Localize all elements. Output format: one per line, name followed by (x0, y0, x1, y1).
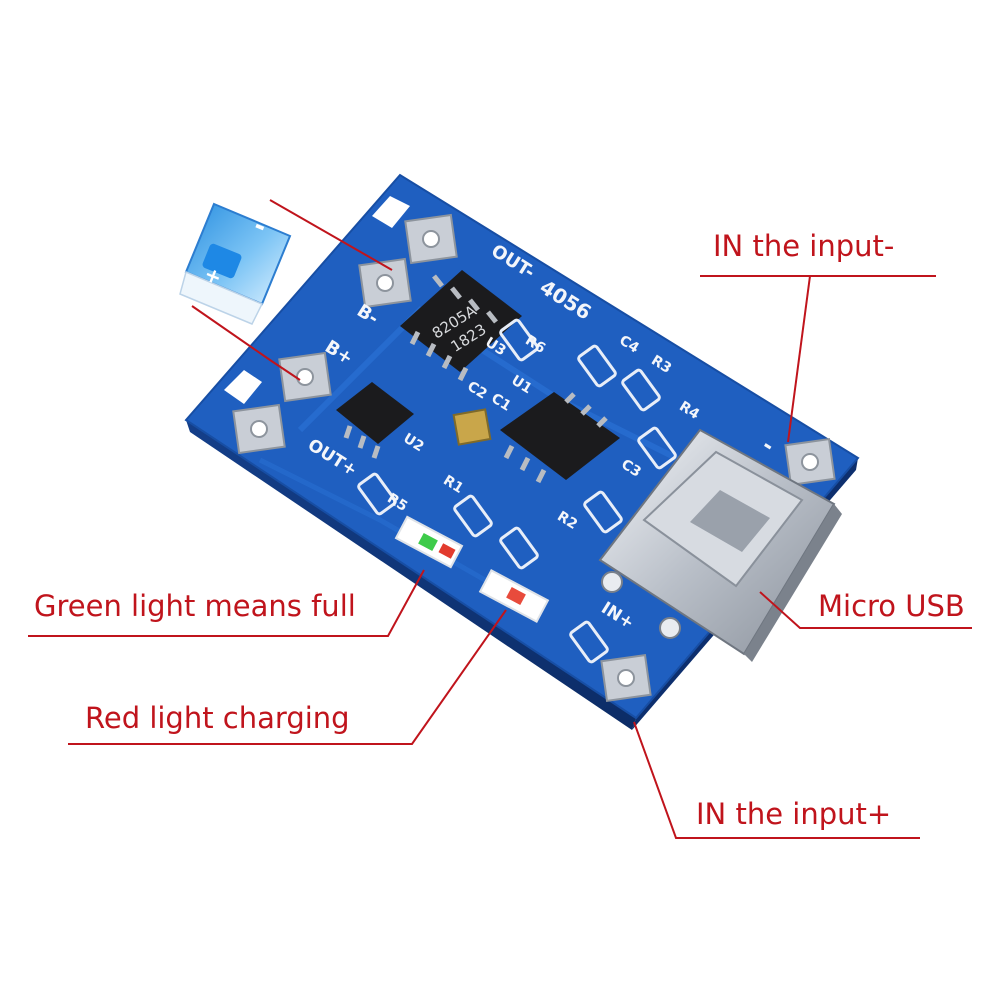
callout-line-in-plus (633, 721, 920, 839)
callout-line-green (28, 569, 425, 637)
callout-line-battery-minus (269, 199, 393, 271)
chip-u2 (336, 382, 414, 459)
pad-in-plus (600, 654, 652, 702)
component-c4 (577, 344, 617, 388)
pad-out-plus (232, 403, 286, 455)
red-led (478, 569, 550, 623)
callout-green-led: Green light means full (34, 589, 356, 623)
callout-red-led: Red light charging (85, 701, 350, 735)
component-c3 (583, 490, 623, 534)
green-led (394, 515, 464, 569)
component-r1 (453, 494, 493, 538)
callout-micro-usb: Micro USB (818, 589, 965, 623)
usb-port (598, 428, 842, 662)
pad-b-minus (358, 257, 412, 309)
component-r5 (357, 472, 397, 516)
callout-line-red (68, 609, 507, 745)
component-r2 (499, 526, 539, 570)
callout-line-in-minus-drop (787, 275, 811, 443)
component-r4 (637, 426, 677, 470)
component-r6 (499, 318, 539, 362)
battery-icon: - + (179, 202, 292, 325)
pad-b-plus (278, 351, 332, 403)
component-rx (569, 620, 609, 664)
callout-line-battery-plus (191, 305, 301, 381)
callout-in-input-plus: IN the input+ (696, 797, 892, 831)
chip-8205a: 8205A 1823 (400, 270, 522, 382)
callout-in-input-minus: IN the input- (713, 229, 895, 263)
pad-in-minus (784, 438, 836, 486)
chip-4056 (500, 392, 620, 484)
callout-line-micro (759, 591, 972, 629)
pad-out-minus (404, 213, 458, 265)
component-r3 (621, 368, 661, 412)
capacitor-c2 (452, 408, 492, 446)
